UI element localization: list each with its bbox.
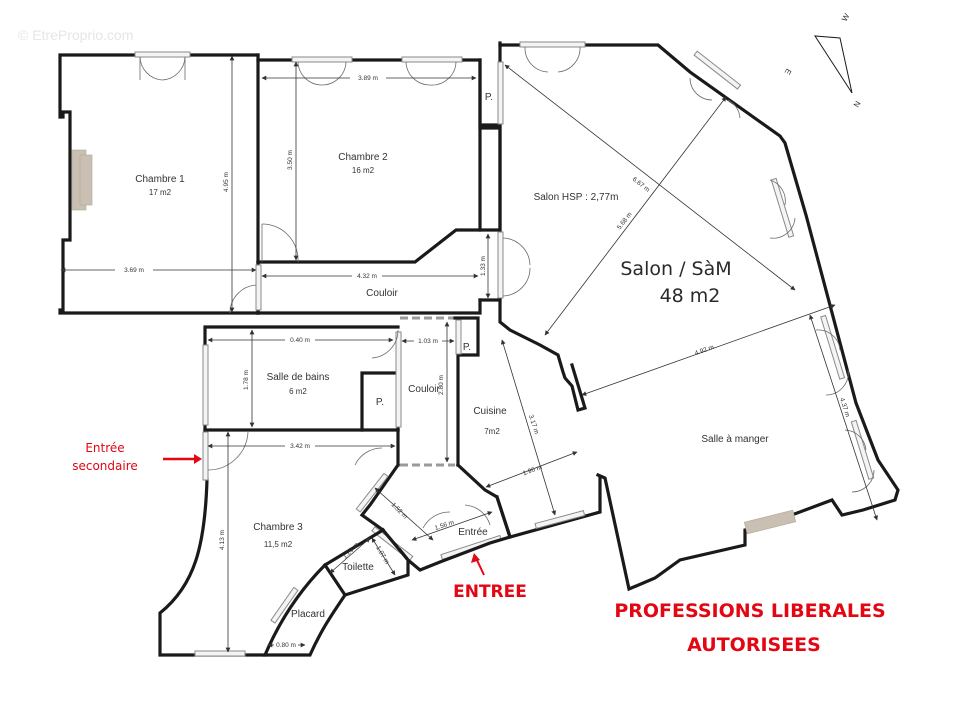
- door: [229, 284, 259, 314]
- svg-text:1.29 m: 1.29 m: [341, 541, 360, 560]
- salon-big-area: 48 m2: [660, 285, 721, 307]
- svg-text:Salle de bains: Salle de bains: [267, 372, 330, 383]
- room-placard-bottom: 0.80 m Placard: [262, 562, 348, 657]
- svg-text:Placard: Placard: [291, 609, 325, 620]
- room-toilette: 1.29 m 1.07 m Toilette: [322, 527, 410, 597]
- salon-big-name: Salon / SàM: [620, 258, 731, 280]
- svg-text:16 m2: 16 m2: [352, 166, 375, 175]
- room-couloir-mid: 1.03 m 2.80 m Couloir P.: [400, 316, 480, 467]
- svg-text:Cuisine: Cuisine: [473, 406, 507, 417]
- svg-text:PROFESSIONS LIBERALES: PROFESSIONS LIBERALES: [614, 600, 885, 622]
- room-chambre-1: 4.95 m 3.69 m Chambre 1 17 m2: [58, 51, 260, 315]
- svg-text:1.56 m: 1.56 m: [434, 519, 455, 532]
- svg-text:P.: P.: [376, 397, 384, 408]
- svg-text:11,5 m2: 11,5 m2: [264, 540, 293, 549]
- room-area: 17 m2: [149, 188, 172, 197]
- svg-text:3.89 m: 3.89 m: [358, 75, 378, 82]
- compass-east: E: [783, 67, 793, 76]
- professions-notice: PROFESSIONS LIBERALES AUTORISEES: [614, 600, 885, 656]
- svg-text:3.69 m: 3.69 m: [124, 267, 144, 274]
- svg-text:secondaire: secondaire: [72, 459, 138, 473]
- secondary-entrance-annotation: Entrée secondaire: [72, 441, 202, 473]
- window: [134, 51, 191, 58]
- svg-text:6 m2: 6 m2: [289, 387, 307, 396]
- svg-text:Couloir: Couloir: [366, 288, 398, 299]
- svg-text:1.33 m: 1.33 m: [480, 256, 487, 276]
- svg-text:Chambre 3: Chambre 3: [253, 522, 303, 533]
- svg-text:4.32 m: 4.32 m: [357, 273, 377, 280]
- room-chambre-2: 3.89 m 3.50 m Chambre 2 16 m2: [256, 56, 482, 264]
- compass-north: N: [852, 99, 863, 109]
- svg-text:P.: P.: [463, 342, 471, 353]
- fireplace-icon: [743, 509, 797, 535]
- svg-text:4.92 m: 4.92 m: [694, 344, 715, 357]
- svg-text:Salon HSP : 2,77m: Salon HSP : 2,77m: [534, 192, 619, 203]
- svg-text:3.50 m: 3.50 m: [287, 150, 294, 170]
- room-cuisine: 3.17 m 1.96 m Cuisine 7m2: [455, 339, 602, 539]
- svg-text:7m2: 7m2: [484, 427, 500, 436]
- svg-text:2.80 m: 2.80 m: [438, 375, 445, 395]
- svg-text:5.68 m: 5.68 m: [616, 211, 634, 231]
- svg-text:1.07 m: 1.07 m: [374, 545, 390, 566]
- svg-text:Toilette: Toilette: [342, 562, 374, 573]
- svg-text:P.: P.: [485, 92, 493, 103]
- room-salle-de-bains: 0.40 m 1.78 m Salle de bains 6 m2 P.: [202, 325, 402, 432]
- svg-text:1.96 m: 1.96 m: [522, 464, 543, 477]
- svg-text:1.03 m: 1.03 m: [418, 338, 438, 345]
- main-entrance-annotation: ENTREE: [453, 553, 527, 602]
- compass-west: W: [840, 12, 852, 23]
- svg-text:ENTREE: ENTREE: [453, 582, 527, 602]
- svg-text:3.42 m: 3.42 m: [290, 443, 310, 450]
- svg-text:Couloir: Couloir: [408, 384, 440, 395]
- svg-text:Entrée: Entrée: [458, 527, 488, 538]
- room-salon: 6.67 m 5.68 m 4.92 m 4.37 m Salon HSP : …: [478, 41, 900, 592]
- room-chambre-3: 3.42 m 4.13 m Chambre 3 11,5 m2: [158, 428, 396, 657]
- svg-text:4.13 m: 4.13 m: [219, 530, 226, 550]
- svg-text:0.80 m: 0.80 m: [276, 642, 296, 649]
- compass-icon: W E N: [783, 12, 863, 109]
- svg-text:Salle à manger: Salle à manger: [701, 434, 769, 445]
- svg-text:6.67 m: 6.67 m: [631, 176, 651, 194]
- room-name: Chambre 1: [135, 174, 185, 185]
- svg-text:Entrée: Entrée: [85, 441, 124, 455]
- svg-text:AUTORISEES: AUTORISEES: [687, 634, 821, 656]
- svg-text:1.78 m: 1.78 m: [243, 370, 250, 390]
- watermark: © EtreProprio.com: [18, 27, 133, 43]
- svg-text:0.40 m: 0.40 m: [290, 337, 310, 344]
- svg-text:1.52 m: 1.52 m: [390, 501, 409, 520]
- svg-text:Chambre 2: Chambre 2: [338, 152, 388, 163]
- svg-text:3.17 m: 3.17 m: [527, 414, 540, 435]
- svg-text:4.95 m: 4.95 m: [223, 172, 230, 192]
